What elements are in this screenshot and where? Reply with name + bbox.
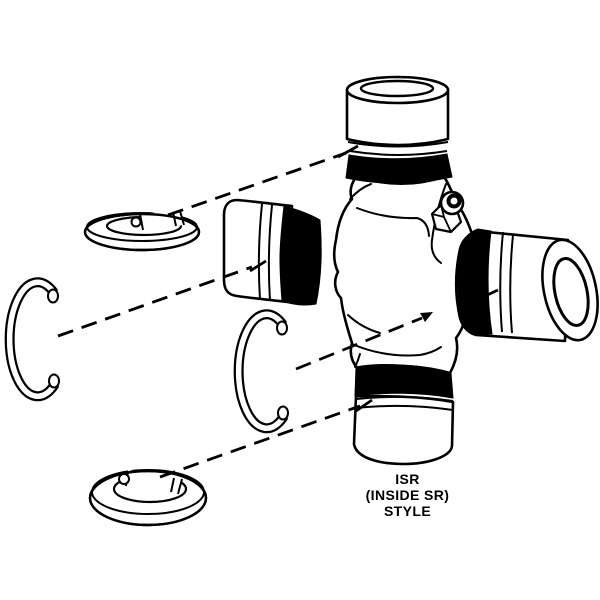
leader-line-left-tick	[249, 259, 267, 273]
top-cup-end-face-ring	[359, 79, 435, 98]
top-cup-seal-band	[345, 153, 453, 184]
snap-ring-left-end-hook-top	[47, 288, 59, 304]
snap-ring-middle-end-hook-top	[276, 320, 288, 336]
top-cup-snap-groove	[347, 141, 449, 156]
style-label-line1: ISR	[395, 471, 420, 487]
bottom-cup-snap-groove	[354, 395, 454, 411]
right-cup-seal-band	[457, 228, 493, 335]
snap-ring-left-end-hook-bottom	[48, 373, 60, 389]
top-bearing-cup	[345, 75, 453, 184]
left-cup-seal-band	[279, 205, 322, 306]
style-label-line2: (INSIDE SR)	[365, 487, 450, 503]
body-contour-lines	[347, 183, 447, 368]
leader-line-middle	[295, 316, 423, 371]
snap-ring-top-outer-rim	[83, 212, 201, 252]
right-bearing-cup	[454, 228, 599, 343]
grease-fitting-nipple	[446, 193, 462, 209]
top-cup-body	[345, 88, 450, 147]
snap-ring-top-end-hook	[130, 216, 142, 228]
right-cup-snap-groove	[499, 231, 514, 334]
snap-ring-c-left	[4, 277, 60, 402]
style-label: ISR (INSIDE SR) STYLE	[335, 471, 480, 519]
leader-line-top-tick	[337, 144, 359, 159]
leader-line-bottom	[159, 404, 361, 479]
snap-ring-bottom-outer-rim	[88, 469, 208, 527]
snap-ring-bottom-gap	[126, 470, 182, 494]
left-bearing-cup	[222, 198, 322, 306]
leader-lines	[57, 144, 499, 479]
snap-ring-middle-face	[235, 311, 287, 431]
leader-line-middle-arrowhead	[420, 312, 433, 322]
snap-ring-flat-bottom	[88, 469, 208, 527]
leader-line-top	[167, 151, 347, 217]
bottom-bearing-cup	[352, 364, 455, 466]
bottom-cup-seal-band	[354, 364, 454, 399]
snap-ring-flat-top	[83, 210, 201, 252]
snap-ring-middle-end-hook-bottom	[277, 405, 289, 421]
grease-fitting	[430, 190, 465, 234]
left-cup-snap-groove	[257, 203, 273, 302]
leader-line-bottom-tick	[355, 398, 373, 413]
style-label-line3: STYLE	[383, 503, 432, 519]
snap-ring-bottom-end-hook	[118, 473, 130, 485]
snap-ring-c-middle	[233, 309, 289, 434]
leader-line-left	[57, 265, 253, 338]
right-cup-bore	[552, 257, 590, 327]
snap-ring-left-face	[6, 279, 58, 399]
leader-line-middle-tick	[482, 288, 499, 299]
left-cup-body	[222, 198, 294, 304]
